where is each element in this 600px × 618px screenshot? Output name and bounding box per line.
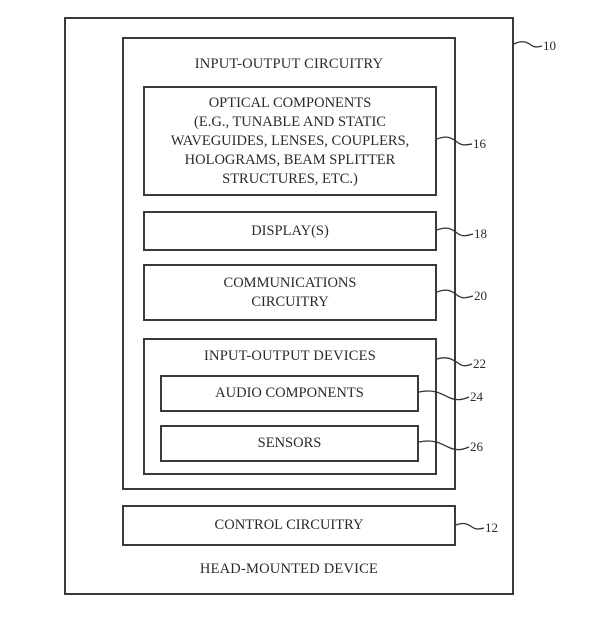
optical-line-1: OPTICAL COMPONENTS [208, 94, 372, 111]
optical-line-3: WAVEGUIDES, LENSES, COUPLERS, [170, 132, 410, 149]
control-circuitry-label: CONTROL CIRCUITRY [214, 517, 364, 533]
displays-label: DISPLAY(S) [251, 222, 329, 239]
sensors-label: SENSORS [257, 435, 322, 451]
ref-10: 10 [543, 38, 556, 53]
head-mounted-device-box [64, 17, 514, 595]
ref-16: 16 [473, 136, 486, 151]
leader-10 [513, 41, 543, 48]
ref-22: 22 [473, 356, 486, 371]
io-devices-box [143, 338, 437, 475]
leader-20 [436, 289, 474, 299]
audio-components-box: AUDIO COMPONENTS [160, 375, 419, 412]
ref-24: 24 [470, 389, 483, 404]
leader-18 [436, 227, 474, 237]
io-devices-label: INPUT-OUTPUT DEVICES [204, 348, 376, 364]
leader-22 [436, 357, 473, 367]
ref-12: 12 [485, 520, 498, 535]
ref-26: 26 [470, 439, 483, 454]
displays-box: DISPLAY(S) [143, 211, 437, 251]
leader-24 [418, 390, 470, 401]
io-circuitry-label: INPUT-OUTPUT CIRCUITRY [194, 56, 384, 72]
ref-20: 20 [474, 288, 487, 303]
leader-16 [436, 136, 473, 146]
audio-components-label: AUDIO COMPONENTS [215, 385, 364, 401]
control-circuitry-box: CONTROL CIRCUITRY [122, 505, 456, 546]
optical-line-5: STRUCTURES, ETC.) [222, 170, 358, 187]
optical-line-2: (E.G., TUNABLE AND STATIC [194, 113, 386, 130]
optical-components-box: OPTICAL COMPONENTS (E.G., TUNABLE AND ST… [143, 86, 437, 196]
optical-line-4: HOLOGRAMS, BEAM SPLITTER [184, 151, 396, 168]
leader-12 [455, 522, 485, 530]
io-circuitry-box [122, 37, 456, 490]
head-mounted-device-label: HEAD-MOUNTED DEVICE [199, 561, 379, 577]
communications-line-1: COMMUNICATIONS [223, 274, 357, 291]
communications-box: COMMUNICATIONS CIRCUITRY [143, 264, 437, 321]
sensors-box: SENSORS [160, 425, 419, 462]
leader-26 [418, 440, 470, 451]
communications-line-2: CIRCUITRY [251, 293, 329, 310]
ref-18: 18 [474, 226, 487, 241]
